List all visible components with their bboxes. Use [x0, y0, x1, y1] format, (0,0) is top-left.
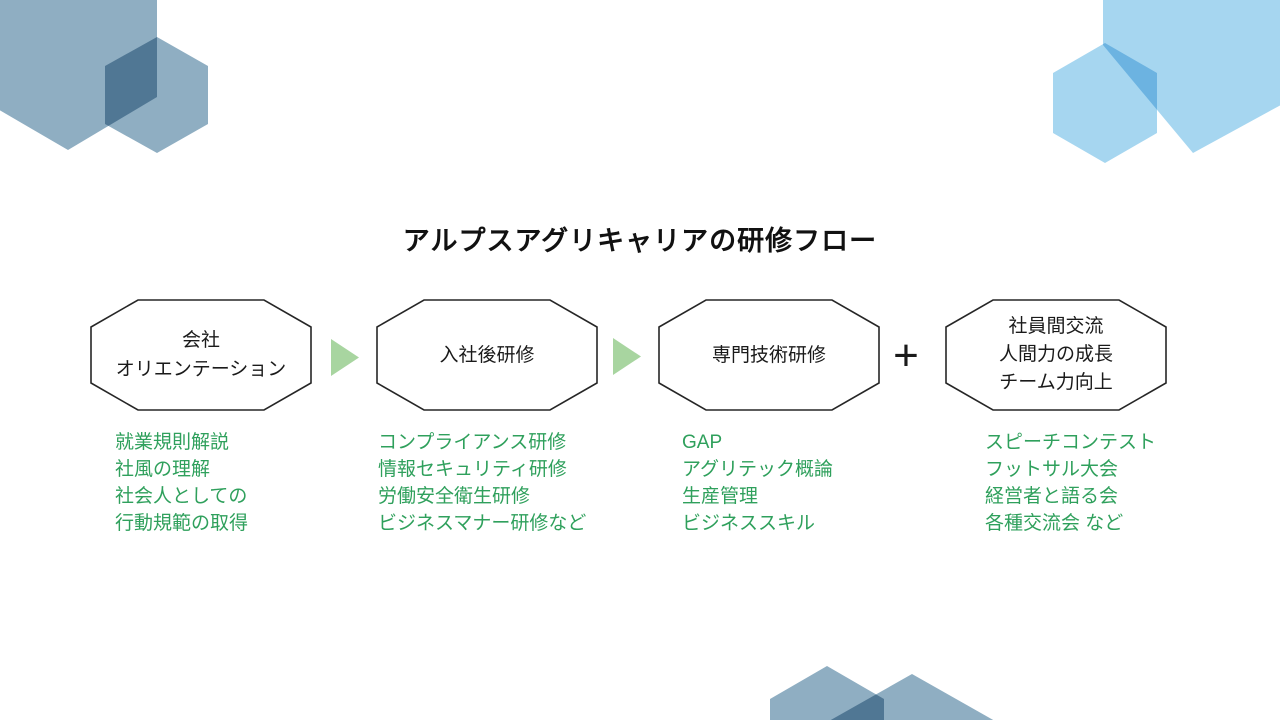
flow-step-label-line: 人間力の成長	[998, 344, 1113, 365]
training-item: 経営者と語る会	[985, 486, 1119, 507]
hexagon-shape-top-right-large	[1103, 0, 1280, 153]
octagon-outline-icon	[945, 299, 1167, 411]
training-item: 社風の理解	[115, 459, 211, 480]
training-item: ビジネススキル	[682, 513, 816, 534]
octagon-outline-icon	[658, 299, 880, 411]
hexagon-shape-top-right-small	[1053, 43, 1157, 163]
training-items-list-2: コンプライアンス研修 情報セキュリティ研修 労働安全衛生研修 ビジネスマナー研修…	[378, 429, 586, 537]
octagon-outline-icon	[90, 299, 312, 411]
page-title: アルプスアグリキャリアの研修フロー	[402, 226, 878, 256]
training-item: 就業規則解説	[115, 432, 230, 453]
training-item: アグリテック概論	[682, 459, 834, 480]
flow-step-octagon-1: 会社 オリエンテーション	[90, 299, 312, 411]
flow-step-octagon-2: 入社後研修	[376, 299, 598, 411]
flow-step-label: 会社 オリエンテーション	[90, 299, 312, 411]
training-item: コンプライアンス研修	[378, 432, 567, 453]
flow-step-octagon-4: 社員間交流 人間力の成長 チーム力向上	[945, 299, 1167, 411]
training-items-list-4: スピーチコンテスト フットサル大会 経営者と語る会 各種交流会 など	[985, 429, 1156, 537]
flow-step-label-line: チーム力向上	[999, 372, 1113, 393]
flow-step-label-line: オリエンテーション	[115, 359, 287, 380]
flow-step-label-line: 入社後研修	[439, 344, 535, 366]
hexagon-shape-bottom-right-left	[770, 666, 884, 720]
flow-step-label: 専門技術研修	[658, 299, 880, 411]
octagon-outline-icon	[376, 299, 598, 411]
flow-step-label-line: 専門技術研修	[711, 344, 826, 366]
training-item: 社会人としての	[115, 486, 248, 507]
training-item: フットサル大会	[985, 459, 1119, 480]
flow-arrow-icon	[613, 338, 641, 375]
flow-step-label: 社員間交流 人間力の成長 チーム力向上	[945, 299, 1167, 411]
training-items-list-3: GAP アグリテック概論 生産管理 ビジネススキル	[682, 429, 833, 537]
training-items-list-1: 就業規則解説 社風の理解 社会人としての 行動規範の取得	[115, 429, 248, 537]
training-item: スピーチコンテスト	[985, 432, 1157, 453]
flow-step-label-line: 社員間交流	[1008, 316, 1104, 337]
flow-step-label-line: 会社	[181, 330, 220, 351]
hexagon-shape-top-left-large	[0, 0, 157, 150]
hexagon-shape-top-left-small	[105, 37, 208, 153]
plus-connector: +	[893, 331, 919, 380]
training-item: ビジネスマナー研修など	[378, 513, 587, 534]
training-item: 行動規範の取得	[115, 513, 249, 534]
training-item: 労働安全衛生研修	[378, 486, 531, 507]
training-item: 各種交流会 など	[985, 513, 1124, 534]
hexagon-shape-bottom-right-right	[830, 674, 994, 720]
flow-step-label: 入社後研修	[376, 299, 598, 411]
flow-arrow-icon	[331, 339, 359, 376]
training-item: 生産管理	[682, 486, 759, 507]
training-item: 情報セキュリティ研修	[378, 459, 567, 480]
training-item: GAP	[682, 432, 723, 453]
flow-step-octagon-3: 専門技術研修	[658, 299, 880, 411]
